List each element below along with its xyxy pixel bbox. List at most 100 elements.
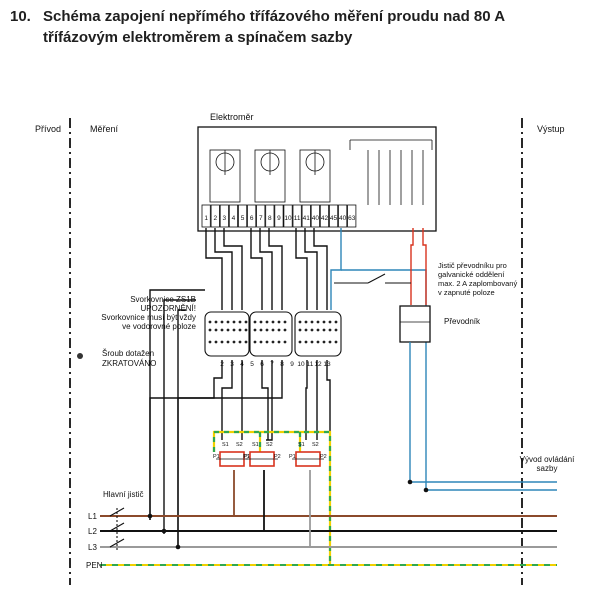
svg-text:L1: L1	[88, 512, 97, 521]
meter-terminal-number: 42	[321, 215, 329, 222]
heading-title: Schéma zapojení nepřímého třífázového mě…	[43, 8, 505, 46]
junction-dots	[147, 479, 429, 550]
meter-label: Elektroměr	[210, 112, 254, 122]
terminal-block	[204, 311, 342, 357]
svg-text:L3: L3	[88, 543, 97, 552]
meter-terminal-number: 3	[223, 215, 227, 222]
breaker-note: Jistič převodníku pro galvanické oddělen…	[438, 261, 517, 297]
meter-terminal-number: 45	[330, 215, 338, 222]
screw-note: Šroub dotažen ZKRATOVÁNO	[102, 349, 156, 368]
meter-terminal-number: 1	[204, 215, 208, 222]
meter-terminal-box	[210, 204, 220, 228]
junction-dot	[175, 544, 181, 550]
meter-terminal-number: 6	[250, 215, 254, 222]
voltage-taps	[149, 289, 205, 548]
svg-text:P1: P1	[243, 454, 250, 460]
svg-text:galvanické oddělení: galvanické oddělení	[438, 270, 505, 279]
meter-terminal-box	[319, 204, 329, 228]
junction-dot	[423, 487, 429, 493]
meter-terminal-box	[310, 204, 320, 228]
junction-dot	[147, 513, 153, 519]
terminal-block-label: Svorkovnice ZS1B UPOZORNĚNÍ! Svorkovnice…	[101, 295, 196, 331]
neutral-blue-wires	[330, 228, 557, 491]
zone-dividers	[69, 118, 523, 585]
meter-terminal-number: 7	[259, 215, 263, 222]
svg-text:Vývod ovládání: Vývod ovládání	[520, 455, 575, 464]
svg-text:PEN: PEN	[86, 561, 103, 570]
svg-text:S1: S1	[252, 442, 259, 448]
meter-terminal-number: 63	[348, 215, 356, 222]
svg-text:S1: S1	[222, 442, 229, 448]
converter-label: Převodník	[444, 317, 481, 326]
meter-terminal-box	[228, 204, 239, 228]
block-terminal-number: 11	[307, 361, 314, 368]
ct-primaries	[233, 470, 311, 547]
zone-label-metering: Měření	[90, 124, 119, 134]
zone-label-supply: Přívod	[35, 124, 61, 134]
line-labels: L1 L2 L3 PEN	[86, 512, 103, 570]
converter-breaker	[334, 273, 411, 284]
junction-dot	[407, 479, 413, 485]
meter-terminal-number: 40	[339, 215, 347, 222]
meter-terminal-number: 41	[303, 215, 311, 222]
block-terminal-number: 9	[290, 361, 294, 368]
svg-text:ZKRATOVÁNO: ZKRATOVÁNO	[102, 359, 156, 368]
svg-text:S2: S2	[266, 442, 273, 448]
main-breaker-label: Hlavní jistič	[103, 490, 143, 499]
meter-terminal-box	[219, 204, 229, 228]
meter-terminal-box	[347, 204, 357, 228]
meter-tariff-contacts	[349, 139, 433, 205]
svg-text:max. 2 A zaplombovaný: max. 2 A zaplombovaný	[438, 279, 517, 288]
tariff-output-label: Vývod ovládání sazby	[520, 455, 575, 473]
svg-text:P2: P2	[274, 454, 281, 460]
block-terminal-number: 10	[297, 361, 305, 368]
zone-label-output: Výstup	[537, 124, 565, 134]
svg-text:v zapnuté poloze: v zapnuté poloze	[438, 288, 495, 297]
meter-terminal-number: 10	[284, 215, 292, 222]
screw-icon	[77, 353, 83, 359]
svg-text:S1: S1	[298, 442, 305, 448]
meter-terminal-box	[247, 204, 257, 228]
meter-terminal-box	[237, 204, 248, 228]
meter-terminal-box	[301, 204, 311, 228]
meter-to-block-wires	[205, 228, 328, 310]
meter-terminal-number: 11	[294, 215, 301, 222]
svg-text:sazby: sazby	[537, 464, 558, 473]
svg-text:ve vodorovné poloze: ve vodorovné poloze	[122, 322, 196, 331]
main-lines	[100, 515, 557, 566]
meter-terminal-box	[338, 204, 348, 228]
meter-terminal-box	[274, 204, 284, 228]
junction-dot	[161, 528, 167, 534]
meter-terminal-number: 2	[213, 215, 217, 222]
earth-conductors	[212, 430, 332, 565]
svg-text:Jistič převodníku pro: Jistič převodníku pro	[438, 261, 507, 270]
svg-text:P1: P1	[213, 454, 220, 460]
meter-terminal-box	[265, 204, 275, 228]
svg-text:Svorkovnice musí být vždy: Svorkovnice musí být vždy	[101, 313, 196, 322]
svg-text:P2: P2	[320, 454, 327, 460]
meter-terminal-box	[256, 204, 266, 228]
meter-terminal-box	[328, 204, 339, 228]
svg-text:S2: S2	[312, 442, 319, 448]
meter-terminal-box	[201, 204, 211, 228]
svg-text:L2: L2	[88, 527, 97, 536]
meter-measuring-elements	[209, 149, 331, 203]
red-tariff-wires	[410, 228, 427, 305]
heading-number: 10.	[10, 8, 31, 25]
svg-text:Šroub dotažen: Šroub dotažen	[102, 349, 154, 358]
converter-box	[399, 305, 431, 343]
meter-terminal-box	[283, 204, 293, 228]
block-terminal-number: 5	[250, 361, 254, 368]
main-breaker	[109, 507, 125, 550]
svg-text:P2: P2	[244, 454, 251, 460]
meter-terminal-number: 9	[277, 215, 281, 222]
svg-text:Svorkovnice ZS1B: Svorkovnice ZS1B	[130, 295, 196, 304]
svg-text:UPOZORNĚNÍ!: UPOZORNĚNÍ!	[140, 304, 196, 313]
